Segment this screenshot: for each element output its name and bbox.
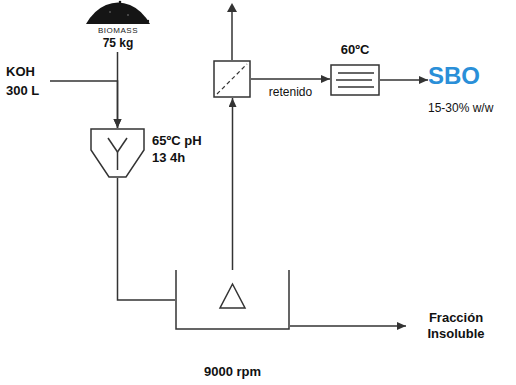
stream-label: retenido <box>267 85 314 99</box>
flow-line <box>232 98 234 270</box>
membrane-filter <box>213 60 251 98</box>
flow-line <box>50 81 118 128</box>
flow-line <box>380 79 428 81</box>
node-text: 65ºC pH 13 4h <box>152 132 202 166</box>
node-text: 15-30% w/w <box>428 100 510 116</box>
flow-line <box>290 325 406 327</box>
biomass-feed: BIOMASS75 kg <box>80 0 156 52</box>
vapour-outlet-line <box>231 12 233 60</box>
product-label: SBO 15-30% w/w <box>428 62 510 116</box>
membrane-filter <box>213 60 251 98</box>
reactor-vessel <box>90 128 145 178</box>
reagent-label: KOH 300 L <box>6 62 50 100</box>
node-text: KOH 300 L <box>6 62 50 100</box>
output-label: Fracción Insoluble <box>406 310 506 342</box>
biomass-pile <box>80 0 156 26</box>
node-text: SBO <box>428 62 510 90</box>
reactor: 65ºC pH 13 4h <box>90 128 145 178</box>
dryer-symbol <box>330 64 380 96</box>
centrifuge: 9000 rpm <box>175 270 290 330</box>
flow-line <box>251 78 330 80</box>
flow-line <box>118 178 176 300</box>
node-text: BIOMASS <box>80 26 156 36</box>
flow-line <box>117 52 119 128</box>
node-text: 60ºC <box>320 40 390 59</box>
centrifuge-symbol <box>175 270 290 330</box>
dryer: 60ºC <box>330 64 380 96</box>
vapour-outlet-head <box>227 3 237 12</box>
node-text: 75 kg <box>80 36 156 51</box>
node-text: 9000 rpm <box>175 362 290 381</box>
node-text: Fracción Insoluble <box>406 310 506 342</box>
